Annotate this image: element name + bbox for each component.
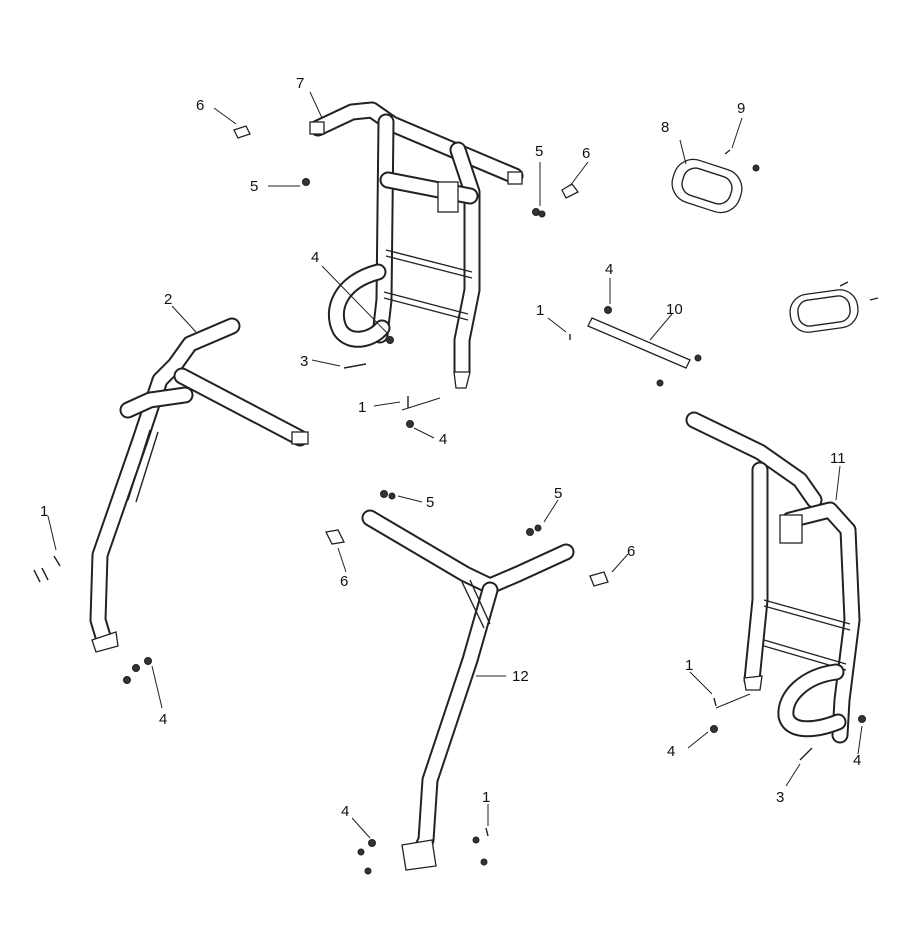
mount-plate [437, 181, 459, 213]
callout-5: 5 [554, 485, 562, 502]
callout-6: 6 [196, 97, 204, 114]
callout-6: 6 [627, 543, 635, 560]
tube-end-clamp [507, 171, 523, 185]
callout-8: 8 [661, 119, 669, 136]
callout-4: 4 [667, 743, 675, 760]
callout-labels: 7 6 5 5 6 8 9 4 2 3 1 4 4 1 10 11 1 5 5 … [40, 75, 861, 820]
callout-6: 6 [340, 573, 348, 590]
callout-1: 1 [685, 657, 693, 674]
callout-4: 4 [439, 431, 447, 448]
callout-7: 7 [296, 75, 304, 92]
right-rear-frame-11 [685, 411, 861, 744]
callout-4: 4 [159, 711, 167, 728]
leader-lines [47, 91, 863, 839]
left-side-frame-2 [89, 317, 309, 653]
callout-6: 6 [582, 145, 590, 162]
tube-end-clamp [291, 431, 309, 445]
callout-10: 10 [666, 301, 683, 318]
callout-5: 5 [535, 143, 543, 160]
callout-4: 4 [311, 249, 319, 266]
foot-bracket [401, 839, 437, 871]
callout-12: 12 [512, 668, 529, 685]
callout-1: 1 [482, 789, 490, 806]
callout-4: 4 [853, 752, 861, 769]
callout-4: 4 [341, 803, 349, 820]
tube-end-clamp [309, 121, 325, 135]
support-bar-10 [587, 317, 691, 369]
callout-5: 5 [426, 494, 434, 511]
callout-5: 5 [250, 178, 258, 195]
foot-bracket [743, 675, 763, 691]
callout-9: 9 [737, 100, 745, 117]
foot-bracket [453, 371, 471, 389]
center-y-frame-12 [361, 509, 575, 871]
callout-2: 2 [164, 291, 172, 308]
hardware [33, 125, 879, 875]
callout-4: 4 [605, 261, 613, 278]
callout-3: 3 [776, 789, 784, 806]
callout-3: 3 [300, 353, 308, 370]
callout-1: 1 [358, 399, 366, 416]
foot-bracket [91, 631, 119, 653]
grab-handle-8b [789, 289, 859, 333]
callout-1: 1 [40, 503, 48, 520]
grab-handle-8 [671, 158, 743, 214]
callout-1: 1 [536, 302, 544, 319]
rear-upper-frame-7 [309, 101, 524, 389]
mount-plate [779, 514, 803, 544]
callout-11: 11 [830, 450, 846, 467]
